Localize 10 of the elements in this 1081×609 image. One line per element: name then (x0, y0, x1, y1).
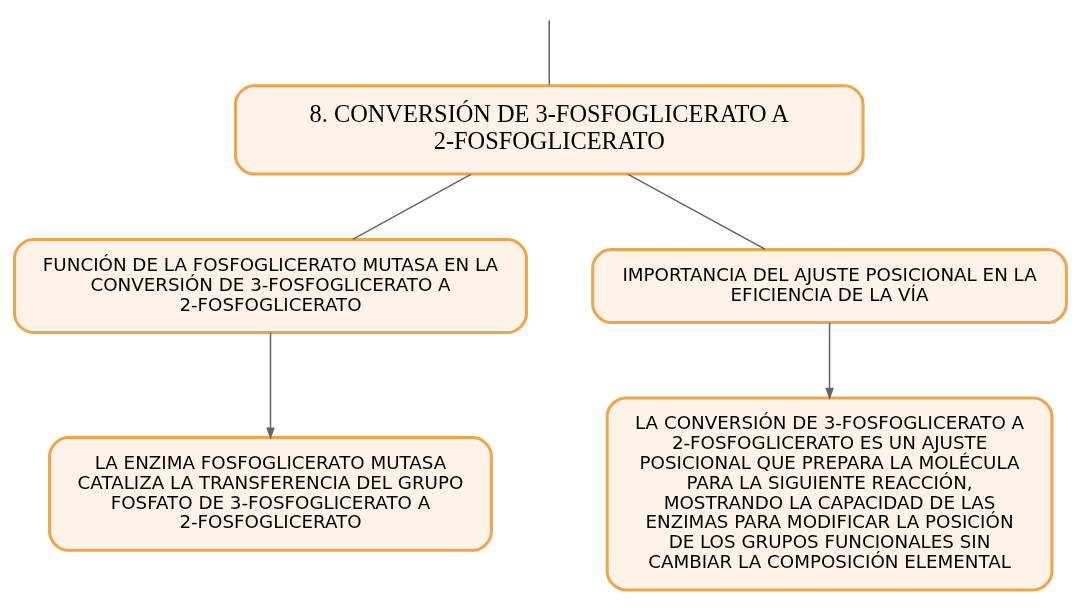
arrow (266, 331, 275, 440)
node-box: LA ENZIMA FOSFOGLICERATO MUTASA CATALIZA LA TRANSFERENCIA DEL GRUPO FOSFATO DE 3-FOSFOGLICERATO A 2-FOSFOGLICERATO (48, 436, 493, 552)
arrow (825, 322, 834, 401)
node-box: FUNCIÓN DE LA FOSFOGLICERATO MUTASA EN LA CONVERSIÓN DE 3-FOSFOGLICERATO A 2-FOSFOGLICERATO (13, 238, 528, 334)
connector (548, 19, 550, 87)
node-box: 8. CONVERSIÓN DE 3-FOSFOGLICERATO A 2-FOSFOGLICERATO (233, 84, 865, 176)
node-box: IMPORTANCIA DEL AJUSTE POSICIONAL EN LA EFICIENCIA DE LA VÍA (591, 247, 1068, 325)
node-box: LA CONVERSIÓN DE 3-FOSFOGLICERATO A 2-FOSFOGLICERATO ES UN AJUSTE POSICIONAL QUE PREPARA LA MOLÉCULA PARA LA SIGUIENTE REACCIÓN, MOSTRANDO LA CAPACIDAD DE LAS ENZIMAS PARA MODIFICAR LA POSICIÓN DE LOS GRUPOS FUNCIONALES SIN CAMBIAR LA COMPOSICIÓN ELEMENTAL (605, 396, 1054, 592)
connector (351, 173, 472, 241)
connector (627, 173, 766, 250)
